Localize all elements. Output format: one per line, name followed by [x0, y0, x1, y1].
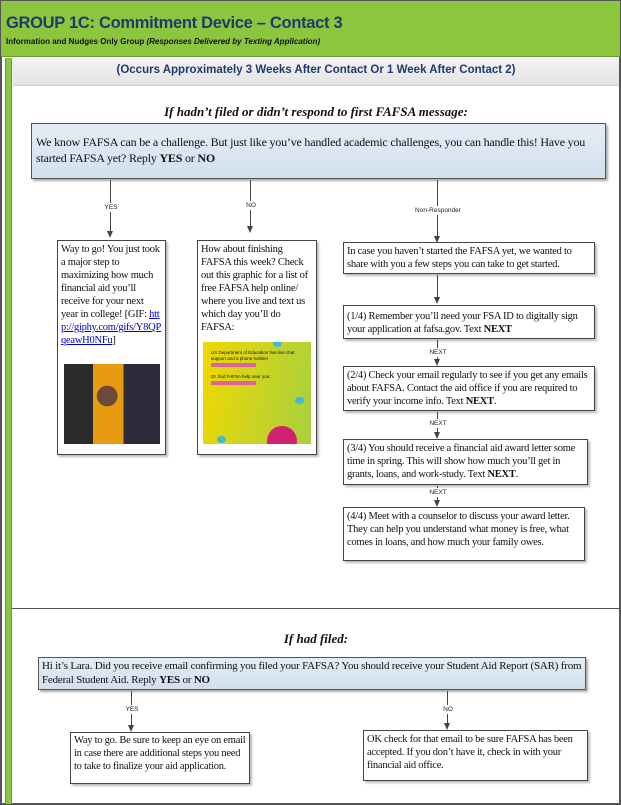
yes-bold: YES	[159, 674, 180, 686]
step-end: .	[493, 396, 497, 407]
question-text: Hi it’s Lara. Did you receive email conf…	[42, 660, 582, 686]
no-response-text: How about finishing FAFSA this week? Che…	[201, 244, 308, 333]
section2-heading: If had filed:	[283, 631, 349, 646]
decor-dot	[295, 397, 304, 404]
no-bold: NO	[193, 674, 210, 686]
label-yes: YES	[104, 203, 118, 212]
decor-circle	[267, 426, 297, 444]
or-text: or	[182, 151, 198, 165]
arrow-down-icon	[434, 297, 440, 304]
step-text: (2/4) Check your email regularly to see …	[347, 370, 588, 407]
section-divider	[12, 608, 619, 609]
graphic-link-bar	[211, 363, 256, 367]
section1-question-box: We know FAFSA can be a challenge. But ju…	[31, 123, 606, 179]
no-response-box: How about finishing FAFSA this week? Che…	[197, 240, 317, 455]
label-next: NEXT	[429, 348, 447, 357]
gif-image	[63, 364, 160, 444]
step-text: (1/4) Remember you’ll need your FSA ID t…	[347, 311, 578, 335]
graphic-line2: Or, find FAFSA help near you:	[211, 373, 271, 379]
arrow-down-icon	[247, 226, 253, 233]
fafsa-help-graphic: US Department of Education has live chat…	[203, 342, 311, 444]
step-bold: NEXT	[465, 396, 494, 407]
step-4-box: (4/4) Meet with a counselor to discuss y…	[343, 507, 585, 561]
yes-response-paragraph: Way to go! You just took a major step to…	[61, 243, 162, 347]
no-bold: NO	[197, 151, 216, 165]
page-title: GROUP 1C: Commitment Device – Contact 3	[6, 14, 343, 32]
connector	[437, 275, 438, 298]
step-end: .	[515, 469, 519, 480]
step-bold: NEXT	[483, 324, 512, 335]
label-non-responder: Non-Responder	[415, 206, 461, 215]
yes-response-text: Way to go! You just took a major step to…	[61, 244, 160, 320]
timing-band	[13, 58, 619, 86]
or-text: or	[179, 674, 194, 686]
step-1-box: (1/4) Remember you’ll need your FSA ID t…	[343, 305, 595, 339]
arrow-down-icon	[434, 432, 440, 439]
page-subtitle: Information and Nudges Only Group (Respo…	[6, 37, 320, 46]
step-bold: NEXT	[487, 469, 516, 480]
step-2-box: (2/4) Check your email regularly to see …	[343, 366, 595, 411]
question-text: We know FAFSA can be a challenge. But ju…	[36, 135, 586, 165]
label-no: NO	[443, 705, 453, 714]
graphic-line1: US Department of Education has live chat…	[211, 350, 295, 361]
timing-text: (Occurs Approximately 3 Weeks After Cont…	[116, 64, 516, 76]
arrow-down-icon	[434, 236, 440, 243]
section2-question-box: Hi it’s Lara. Did you receive email conf…	[38, 657, 586, 690]
decor-dot	[273, 342, 282, 347]
decor-dot	[217, 436, 226, 443]
side-bar	[5, 58, 12, 804]
step-text: (3/4) You should receive a financial aid…	[347, 443, 576, 480]
step-text: (4/4) Meet with a counselor to discuss y…	[347, 511, 570, 548]
graphic-link-bar	[211, 381, 256, 385]
label-yes: YES	[125, 705, 139, 714]
arrow-down-icon	[128, 725, 134, 732]
arrow-down-icon	[434, 359, 440, 366]
label-no: NO	[246, 201, 256, 210]
bracket: ]	[112, 335, 116, 346]
header-banner	[1, 1, 620, 57]
subtitle-italic: (Responses Delivered by Texting Applicat…	[146, 37, 321, 46]
gif-link[interactable]: http://giphy.com/gifs/Y8QPqeawH0NFu	[61, 309, 162, 346]
step-3-box: (3/4) You should receive a financial aid…	[343, 439, 588, 485]
yes-bold: YES	[159, 151, 183, 165]
arrow-down-icon	[434, 500, 440, 507]
yes-filed-box: Way to go. Be sure to keep an eye on ema…	[70, 732, 250, 784]
non-responder-box: In case you haven’t started the FAFSA ye…	[343, 242, 595, 274]
label-next: NEXT	[429, 419, 447, 428]
label-next: NEXT	[429, 488, 447, 497]
section1-heading: If hadn’t filed or didn’t respond to fir…	[164, 104, 468, 119]
subtitle-text: Information and Nudges Only Group	[6, 37, 147, 46]
yes-response-box: Way to go! You just took a major step to…	[57, 240, 166, 455]
no-filed-box: OK check for that email to be sure FAFSA…	[363, 730, 588, 781]
arrow-down-icon	[107, 231, 113, 238]
arrow-down-icon	[444, 723, 450, 730]
